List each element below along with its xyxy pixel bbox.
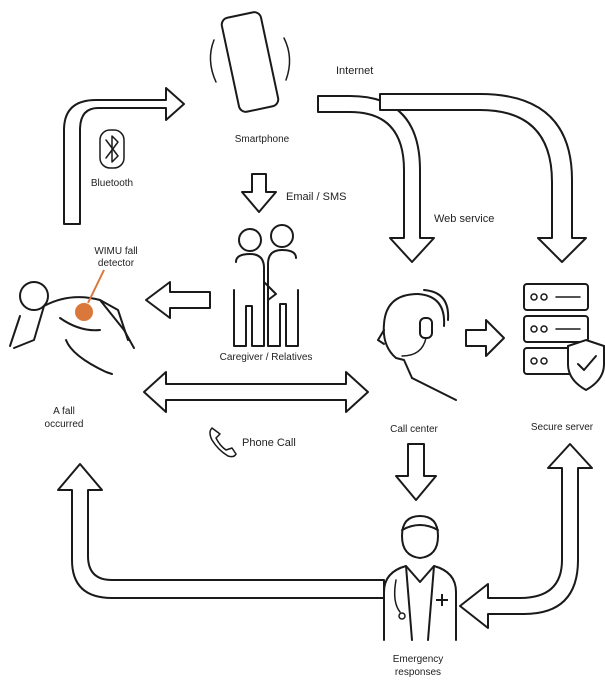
label-fall-line2: occurred [45,419,84,430]
arrow-call-center-to-emergency [395,443,437,501]
arrow-caregivers-to-fall [145,281,211,319]
label-wimu-line2: detector [98,258,135,269]
label-wimu-line1: WIMU fall [94,246,137,257]
wimu-pointer-line [87,269,105,304]
label-internet: Internet [336,65,373,77]
arrow-call-center-to-server [465,319,505,357]
label-bluetooth: Bluetooth [91,178,133,189]
arrow-internet-to-secure-server [379,93,587,263]
doctor-icon [383,515,457,641]
label-call-center: Call center [390,424,438,435]
wimu-sensor-dot [75,303,93,321]
label-fall-line1: A fall [53,406,75,417]
label-emergency-line1: Emergency [393,654,444,665]
arrow-internet-to-call-center [317,95,435,263]
label-smartphone: Smartphone [235,134,290,145]
bluetooth-icon [99,129,125,169]
server-shield-icon [523,283,605,392]
label-phone-call: Phone Call [242,437,296,449]
headset-agent-icon [377,289,457,401]
label-web-service: Web service [434,213,494,225]
arrow-emergency-to-fall [57,463,385,599]
phone-icon [209,427,237,458]
fallen-person-icon [9,281,135,375]
label-email-sms: Email / SMS [286,191,347,203]
caregivers-icon [233,224,299,347]
arrow-smartphone-to-caregivers [241,173,277,213]
arrow-bluetooth-to-smartphone [63,87,185,225]
arrow-server-emergency-bidirectional [459,443,593,629]
label-secure-server: Secure server [531,422,594,433]
label-caregiver: Caregiver / Relatives [220,352,313,363]
label-emergency-line2: responses [395,667,441,678]
smartphone-icon [209,11,291,113]
arrow-phone-call-bidirectional [143,371,369,413]
